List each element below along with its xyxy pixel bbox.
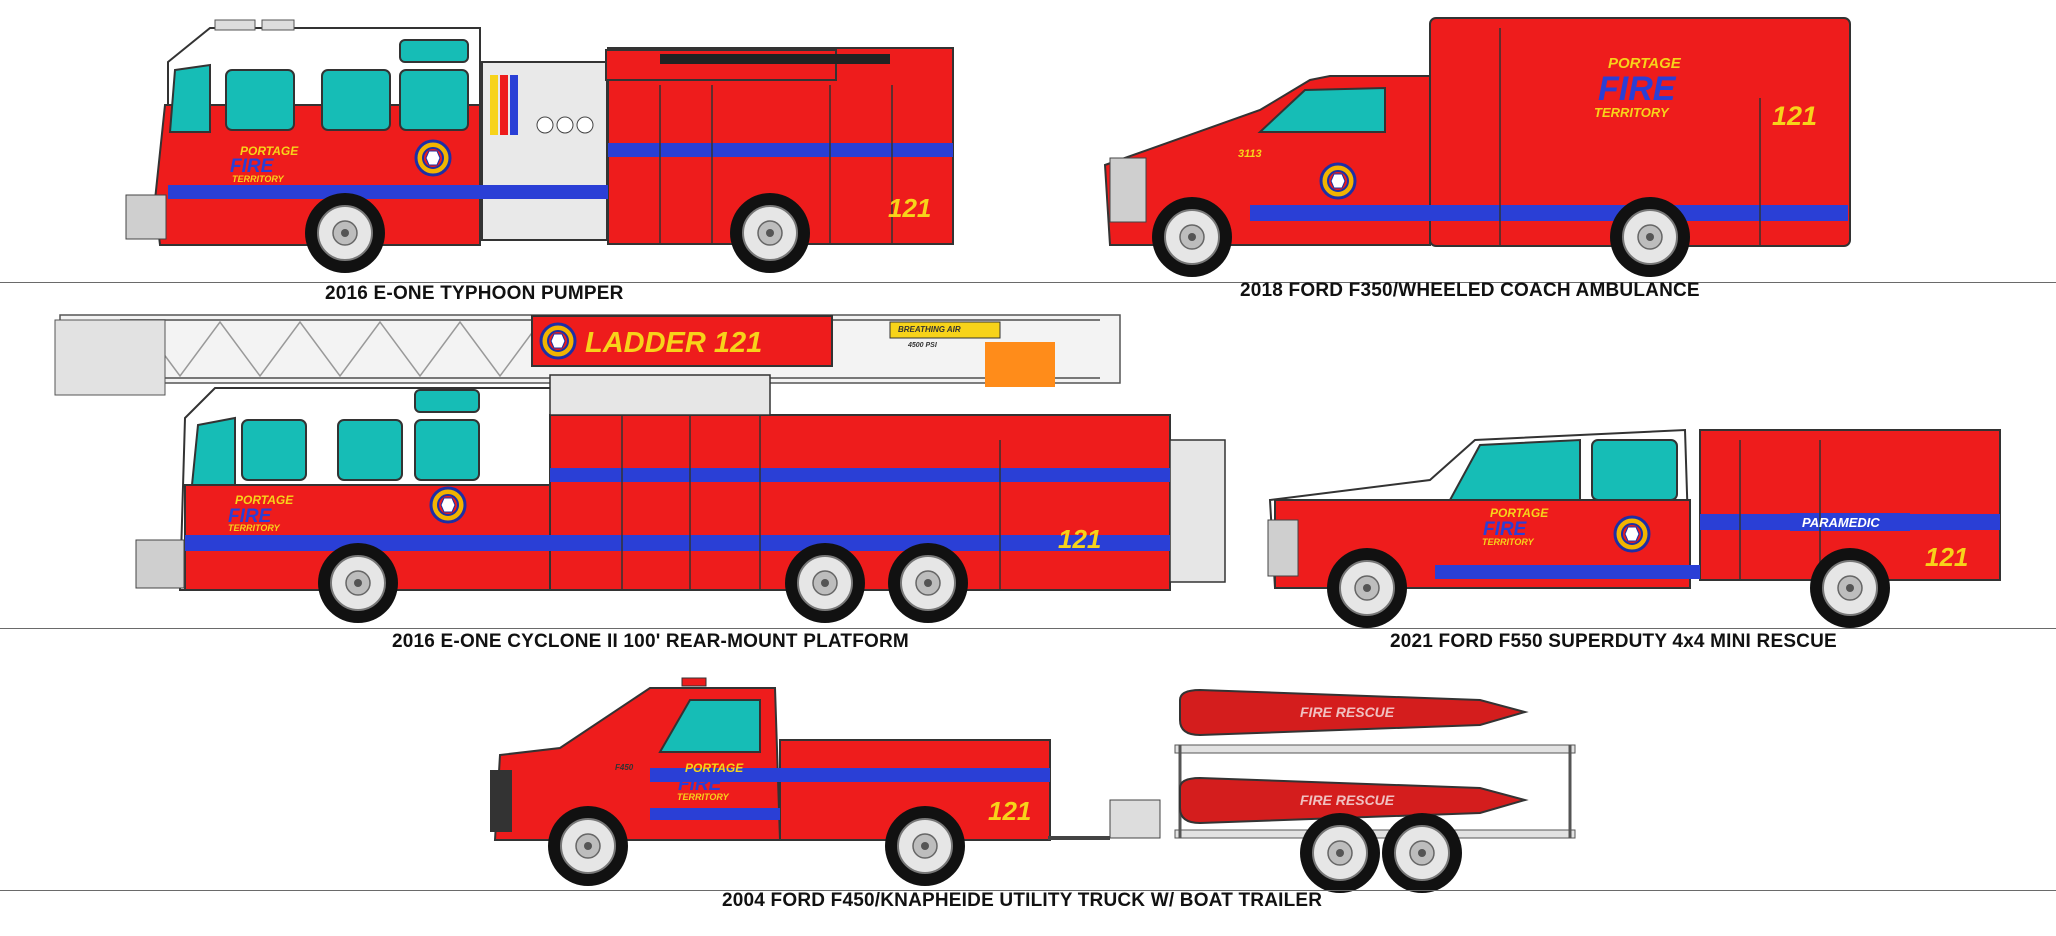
platform-dept-line1: PORTAGE: [235, 493, 294, 507]
utility-unit-number: 121: [988, 796, 1031, 826]
ambulance-dept-line3: TERRITORY: [1594, 105, 1670, 120]
platform-truck: [54, 314, 1226, 624]
air-tank-label: BREATHING AIR: [898, 325, 961, 334]
utility-dept-line3: TERRITORY: [677, 792, 730, 802]
caption-utility: 2004 FORD F450/KNAPHEIDE UTILITY TRUCK W…: [722, 890, 1323, 911]
caption-platform: 2016 E-ONE CYCLONE II 100' REAR-MOUNT PL…: [392, 631, 909, 652]
ambulance-unit-number: 121: [1772, 101, 1817, 131]
mini-rescue-truck: [1267, 428, 2001, 629]
boat-upper-text: FIRE RESCUE: [1300, 704, 1395, 720]
pumper-dept-line2: FIRE: [230, 156, 275, 177]
rescue-side-label: PARAMEDIC: [1802, 515, 1880, 530]
ladder-banner-text: LADDER 121: [585, 327, 762, 359]
row-divider-3: [0, 890, 2056, 891]
caption-mini-rescue: 2021 FORD F550 SUPERDUTY 4x4 MINI RESCUE: [1390, 631, 1837, 652]
utility-model-badge: F450: [615, 763, 634, 772]
utility-dept-line1: PORTAGE: [685, 761, 744, 775]
platform-dept-line3: TERRITORY: [228, 523, 281, 533]
ambulance-cab-number: 3113: [1238, 148, 1262, 160]
ambulance-dept-line1: PORTAGE: [1608, 55, 1682, 72]
rescue-dept-line3: TERRITORY: [1482, 537, 1535, 547]
platform-dept-line2: FIRE: [228, 506, 273, 527]
rescue-dept-line1: PORTAGE: [1490, 506, 1549, 520]
boat-trailer: [1048, 688, 1576, 894]
pumper-dept-line1: PORTAGE: [240, 144, 299, 158]
air-tank-psi: 4500 PSI: [907, 342, 938, 349]
row-divider-2: [0, 628, 2056, 629]
boat-lower-text: FIRE RESCUE: [1300, 792, 1395, 808]
utility-truck: [490, 677, 1051, 887]
ambulance-truck: [1103, 17, 1851, 278]
pumper-dept-line3: TERRITORY: [232, 174, 285, 184]
pumper-unit-number: 121: [888, 193, 931, 223]
rescue-dept-line2: FIRE: [1483, 519, 1528, 540]
row-divider-1: [0, 282, 2056, 283]
caption-pumper: 2016 E-ONE TYPHOON PUMPER: [325, 283, 624, 304]
pumper-truck: [125, 19, 954, 274]
caption-ambulance: 2018 FORD F350/WHEELED COACH AMBULANCE: [1240, 280, 1700, 301]
ambulance-dept-line2: FIRE: [1598, 70, 1677, 108]
platform-unit-number: 121: [1058, 524, 1101, 554]
utility-dept-line2: FIRE: [678, 774, 723, 795]
rescue-unit-number: 121: [1925, 542, 1968, 572]
